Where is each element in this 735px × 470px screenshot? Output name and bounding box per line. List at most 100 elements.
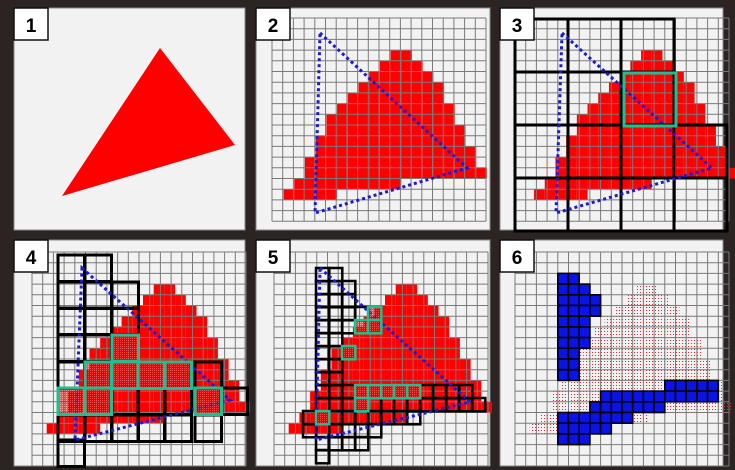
pixel-cell [369, 93, 380, 104]
pixel-cell [364, 370, 375, 381]
pixel-cell [391, 136, 402, 147]
dotted-cell [605, 370, 616, 381]
pixel-cell [428, 316, 439, 327]
pixel-cell [342, 413, 353, 424]
pixel-cell [662, 146, 673, 157]
pixel-cell [380, 168, 391, 179]
blue-pixel [676, 380, 687, 391]
pixel-cell [598, 157, 609, 168]
pixel-cell [207, 370, 218, 381]
pixel-cell [326, 189, 337, 200]
pixel-cell [348, 168, 359, 179]
blue-pixel [558, 327, 569, 338]
pixel-cell [385, 338, 396, 349]
pixel-cell [175, 391, 186, 402]
blue-pixel [601, 423, 612, 434]
blue-pixel [579, 434, 590, 445]
pixel-cell [337, 104, 348, 115]
pixel-cell [358, 146, 369, 157]
pixel-cell [684, 114, 695, 125]
dotted-cell [690, 359, 701, 370]
pixel-cell [122, 402, 133, 413]
dotted-cell [551, 391, 562, 402]
pixel-cell [358, 157, 369, 168]
blue-pixel [622, 402, 633, 413]
pixel-cell [423, 72, 434, 83]
dotted-cell [669, 370, 680, 381]
pixel-cell [684, 125, 695, 136]
pixel-cell [337, 125, 348, 136]
pixel-cell [337, 114, 348, 125]
pixel-cell [662, 114, 673, 125]
dotted-cell [669, 359, 680, 370]
pixel-cell [364, 338, 375, 349]
pixel-cell [433, 125, 444, 136]
pixel-cell [385, 306, 396, 317]
pixel-cell [417, 295, 428, 306]
pixel-cell [433, 82, 444, 93]
pixel-cell [444, 136, 455, 147]
dotted-cell [647, 359, 658, 370]
blue-pixel [697, 391, 708, 402]
pixel-cell [380, 61, 391, 72]
pixel-cell [423, 104, 434, 115]
pixel-cell [412, 93, 423, 104]
pixel-cell [444, 114, 455, 125]
pixel-cell [380, 114, 391, 125]
dotted-cell [562, 391, 573, 402]
dotted-cell [605, 316, 616, 327]
dotted-cell [626, 370, 637, 381]
pixel-cell [369, 179, 380, 190]
blue-pixel [686, 391, 697, 402]
pixel-cell [455, 146, 466, 157]
pixel-cell [326, 136, 337, 147]
pixel-cell [348, 114, 359, 125]
pixel-cell [154, 295, 165, 306]
pixel-cell [143, 295, 154, 306]
dotted-cell [637, 338, 648, 349]
pixel-cell [326, 168, 337, 179]
pixel-cell [380, 104, 391, 115]
pixel-cell [374, 338, 385, 349]
blue-pixel [676, 391, 687, 402]
dotted-cell [637, 295, 648, 306]
dotted-cell [690, 370, 701, 381]
dotted-cell [583, 391, 594, 402]
pixel-cell [662, 82, 673, 93]
pixel-cell [423, 114, 434, 125]
highlight-fill [166, 363, 191, 388]
blue-pixel [569, 413, 580, 424]
dotted-cell [573, 391, 584, 402]
dotted-cell [594, 327, 605, 338]
pixel-cell [630, 114, 641, 125]
pixel-cell [154, 348, 165, 359]
pixel-cell [380, 179, 391, 190]
pixel-cell [577, 179, 588, 190]
pixel-cell [348, 93, 359, 104]
highlight-fill [196, 389, 221, 414]
dotted-cell [701, 402, 712, 413]
pixel-cell [705, 136, 716, 147]
pixel-cell [143, 348, 154, 359]
pixel-cell [380, 146, 391, 157]
pixel-cell [143, 338, 154, 349]
pixel-cell [348, 146, 359, 157]
dotted-cell [658, 348, 669, 359]
dotted-cell [669, 402, 680, 413]
pixel-cell [348, 125, 359, 136]
pixel-cell [401, 104, 412, 115]
dotted-cell [594, 348, 605, 359]
pixel-cell [154, 402, 165, 413]
pixel-cell [716, 146, 727, 157]
pixel-cell [652, 157, 663, 168]
pixel-cell [358, 93, 369, 104]
pixel-cell [609, 125, 620, 136]
pixel-cell [374, 348, 385, 359]
pixel-cell [449, 370, 460, 381]
pixel-cell [406, 370, 417, 381]
pixel-cell [337, 146, 348, 157]
blue-pixel [558, 370, 569, 381]
pixel-cell [439, 370, 450, 381]
pixel-cell [353, 370, 364, 381]
pixel-cell [391, 157, 402, 168]
